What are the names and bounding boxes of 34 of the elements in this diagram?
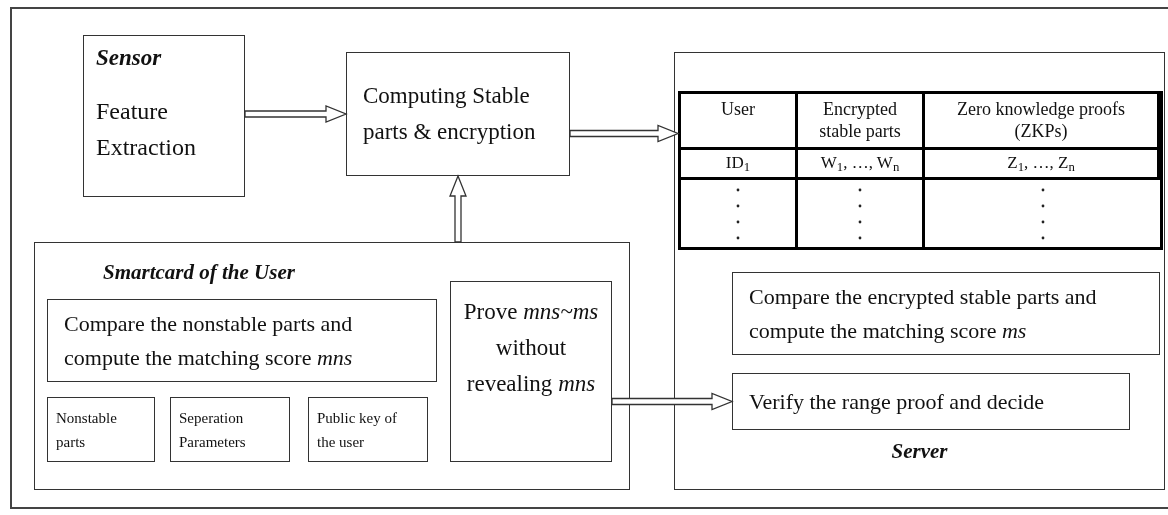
box-text: Verify the range proof and decide	[749, 387, 1046, 416]
table-header: Encrypted stable parts	[798, 94, 925, 150]
process-box	[732, 373, 1130, 430]
process-box	[732, 272, 1160, 355]
process-box	[308, 397, 428, 462]
container-heading: Server	[890, 437, 949, 465]
process-box	[170, 397, 290, 462]
box-text: Prove mns~ms without revealing mns	[462, 298, 600, 398]
process-box	[346, 52, 570, 176]
process-box	[450, 281, 612, 462]
table-header: User	[681, 94, 798, 150]
box-text: Public key of the user	[317, 409, 398, 452]
block-arrow	[244, 105, 348, 123]
box-text: Compare the encrypted stable parts and compute the matching score ms	[749, 282, 1098, 345]
process-box	[83, 35, 245, 197]
box-text: Computing Stable parts & encryption	[363, 82, 537, 146]
box-text: Compare the nonstable parts and compute the matching score mns	[64, 309, 354, 372]
box-heading: Sensor	[96, 44, 163, 72]
box-text: Feature Extraction	[96, 96, 197, 162]
process-box	[47, 299, 437, 382]
data-table	[678, 91, 1163, 250]
container-heading: Smartcard of the User	[103, 259, 295, 286]
table-header: Zero knowledge proofs (ZKPs)	[925, 94, 1160, 150]
table-cell: Z$_{1}$, …, Z$_{n}$	[925, 150, 1160, 180]
table-cell: W$_{1}$, …, W$_{n}$	[798, 150, 925, 180]
box-text: Seperation Parameters	[179, 409, 247, 452]
container-box	[34, 242, 630, 490]
box-text: Nonstable parts	[56, 409, 118, 452]
process-box	[47, 397, 155, 462]
block-arrow	[611, 392, 734, 411]
block-arrow	[569, 124, 680, 143]
table-cell: ID$_{1}$	[681, 150, 798, 180]
container-box	[674, 52, 1165, 490]
block-arrow	[449, 174, 467, 243]
